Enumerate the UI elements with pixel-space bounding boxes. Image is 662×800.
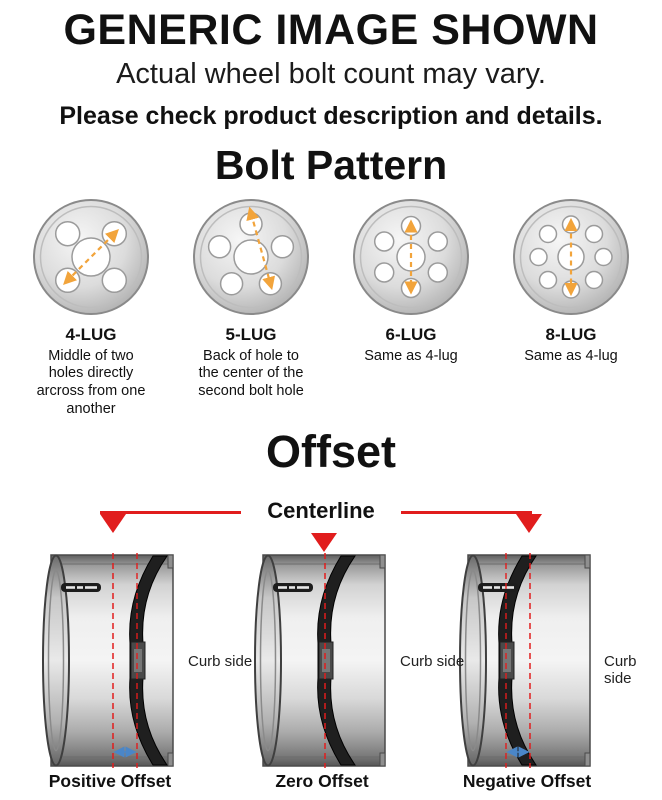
bolt-pattern-item-6lug: 6-LUG Same as 4-lug (337, 192, 485, 424)
lug-description: Same as 4-lug (524, 347, 618, 364)
offset-diagram: Centerline (0, 477, 662, 792)
wheel-cross-section-negative (452, 553, 602, 769)
centerline-marker-icon (311, 533, 337, 553)
bolt-pattern-row: 4-LUG Middle of two holes directly arcro… (0, 192, 662, 424)
lug-diagram-8-icon (506, 192, 636, 322)
curb-side-label: Curb side (604, 653, 637, 688)
page-note: Please check product description and det… (59, 102, 603, 131)
lug-label: 6-LUG (385, 324, 437, 344)
lug-label: 5-LUG (225, 324, 277, 344)
wheel-cross-section-positive (35, 553, 185, 769)
lug-label: 8-LUG (545, 324, 597, 344)
bolt-pattern-item-8lug: 8-LUG Same as 4-lug (497, 192, 645, 424)
lug-description: Back of hole to the center of the second… (198, 347, 304, 399)
lug-diagram-4-icon (26, 192, 156, 322)
bolt-pattern-item-4lug: 4-LUG Middle of two holes directly arcro… (17, 192, 165, 424)
bolt-pattern-title: Bolt Pattern (214, 142, 448, 189)
curb-side-label: Curb side (400, 653, 465, 671)
lug-description: Middle of two holes directly arcross fro… (36, 347, 146, 417)
lug-diagram-6-icon (346, 192, 476, 322)
centerline-label: Centerline (241, 497, 401, 526)
bolt-pattern-item-5lug: 5-LUG Back of hole to the center of the … (177, 192, 325, 424)
lug-description: Same as 4-lug (364, 347, 458, 364)
lug-label: 4-LUG (65, 324, 117, 344)
offset-label-zero: Zero Offset (275, 771, 369, 792)
page-title: GENERIC IMAGE SHOWN (63, 6, 599, 54)
page-subtitle: Actual wheel bolt count may vary. (116, 58, 546, 91)
curb-side-label: Curb side (188, 653, 253, 671)
centerline-marker-icon (516, 514, 542, 534)
lug-diagram-5-icon (186, 192, 316, 322)
offset-title: Offset (265, 425, 396, 477)
centerline-marker-icon (100, 514, 126, 534)
offset-label-negative: Negative Offset (462, 771, 592, 792)
wheel-cross-section-zero (247, 553, 397, 769)
offset-label-positive: Positive Offset (48, 771, 172, 792)
